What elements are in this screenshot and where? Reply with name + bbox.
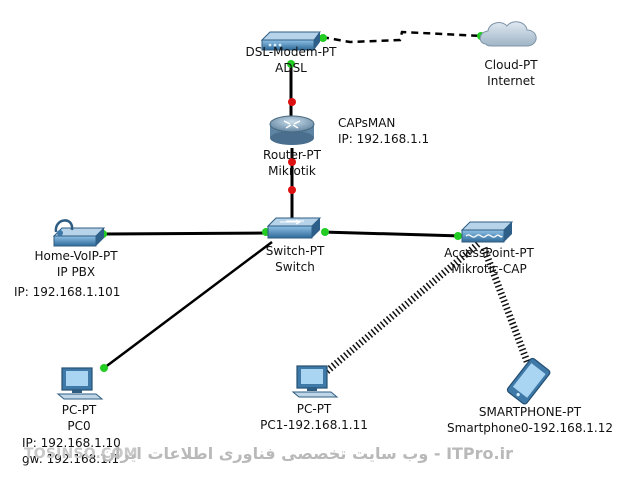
switch-name: Switch-PT xyxy=(265,244,325,258)
links xyxy=(103,30,532,375)
voip-icon[interactable] xyxy=(52,219,106,247)
router-name: Router-PT xyxy=(263,148,321,162)
pc0-name: PC-PT xyxy=(61,403,97,417)
pc1-sub: PC1-192.168.1.11 xyxy=(260,418,368,432)
voip-ip: IP: 192.168.1.101 xyxy=(14,285,121,299)
link-modem-cloud xyxy=(321,30,483,44)
dsl-modem-sub: ADSL xyxy=(275,61,307,75)
watermark-right: ITPro.ir - وب سایت تخصصی فناوری اطلاعات … xyxy=(101,444,513,463)
port-router-modem xyxy=(288,98,296,106)
pc0-gw: gw: 192.168.1.1 xyxy=(22,452,120,466)
access-point-sub: Mikrotic-CAP xyxy=(451,262,527,276)
port-router-switch xyxy=(288,158,296,166)
pc0-ip: IP: 192.168.1.10 xyxy=(22,436,121,450)
cloud-name: Cloud-PT xyxy=(484,58,538,72)
router-sub: Mikrotik xyxy=(268,164,316,178)
access-point-name: AccessPoint-PT xyxy=(444,246,534,260)
switch-icon[interactable] xyxy=(266,217,322,239)
router-icon[interactable] xyxy=(269,115,315,145)
cloud-icon[interactable] xyxy=(479,21,537,47)
wireless-ap-pc1 xyxy=(323,241,481,375)
port-pc0-switch xyxy=(100,364,108,372)
pc1-name: PC-PT xyxy=(296,402,332,416)
access-point-icon[interactable] xyxy=(460,221,514,243)
link-switch-pc0 xyxy=(103,241,273,369)
switch-sub: Switch xyxy=(275,260,315,274)
link-voip-switch xyxy=(103,231,267,236)
pc0-icon[interactable] xyxy=(56,367,104,400)
port-modem-cloud xyxy=(319,34,327,42)
link-switch-ap xyxy=(321,230,463,238)
dsl-modem-name: DSL-Modem-PT xyxy=(245,45,337,59)
voip-sub: IP PBX xyxy=(56,265,96,279)
watermark-left: TOSINSO.COM xyxy=(24,446,138,462)
smartphone-sub: Smartphone0-192.168.1.12 xyxy=(447,421,613,435)
dsl-modem-icon[interactable] xyxy=(260,31,321,51)
router-note-ip: IP: 192.168.1.1 xyxy=(336,132,432,146)
pc1-icon[interactable] xyxy=(291,365,339,398)
smartphone-name: SMARTPHONE-PT xyxy=(478,405,582,419)
router-note-title: CAPsMAN xyxy=(336,116,398,130)
smartphone-icon[interactable] xyxy=(506,357,551,405)
port-ap-switch xyxy=(454,232,462,240)
port-switch-ap xyxy=(321,228,329,236)
port-switch-router xyxy=(288,186,296,194)
pc0-sub: PC0 xyxy=(67,419,91,433)
cloud-sub: Internet xyxy=(487,74,535,88)
port-indicators xyxy=(99,32,485,372)
port-modem-router xyxy=(287,60,295,68)
wireless-ap-phone xyxy=(480,246,532,366)
voip-name: Home-VoIP-PT xyxy=(34,249,118,263)
